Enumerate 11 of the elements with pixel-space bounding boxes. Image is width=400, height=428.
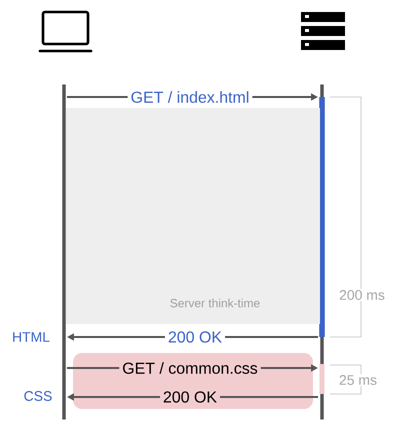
dimension-label: 200 ms <box>338 289 386 301</box>
edge-label: GET / common.css <box>119 361 261 375</box>
edge-label: 200 OK <box>164 330 226 344</box>
lifeline <box>62 84 66 420</box>
edge-label: GET / index.html <box>128 90 252 104</box>
edge-label: 200 OK <box>160 390 220 404</box>
server-icon <box>301 12 345 50</box>
response-label: HTML <box>13 332 50 342</box>
laptop-icon <box>38 10 92 52</box>
dimension-label: 25 ms <box>338 374 378 386</box>
think-time-band: Server think-time <box>66 108 320 324</box>
